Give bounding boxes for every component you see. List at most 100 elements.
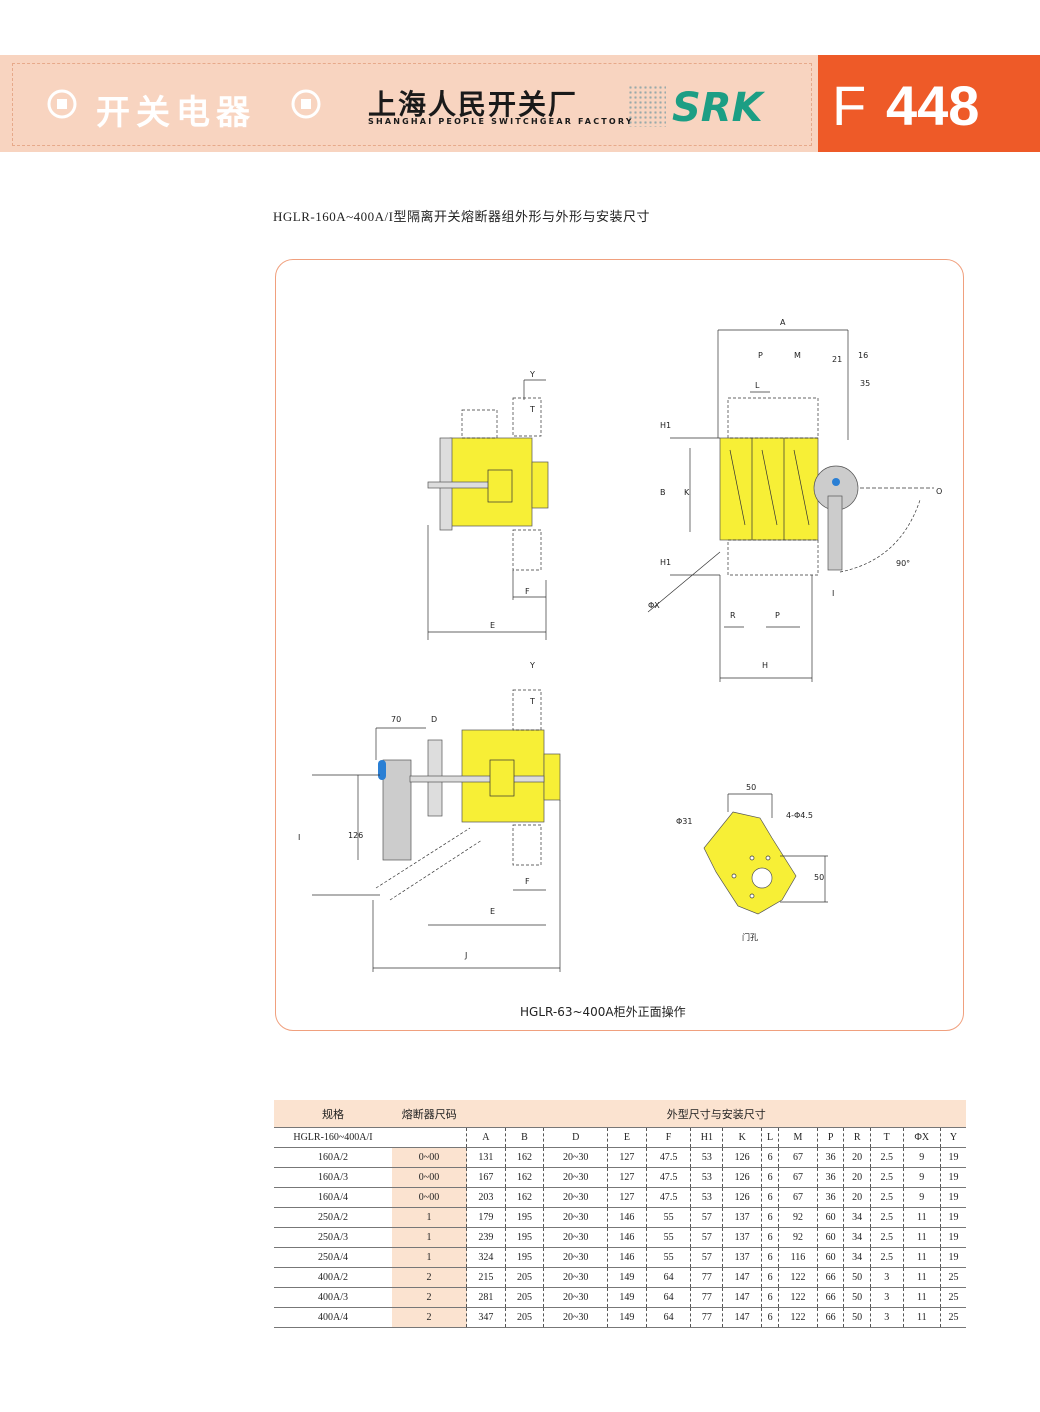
cell-value: 57 (690, 1247, 723, 1268)
cell-value: 66 (816, 1307, 844, 1328)
column-header: B (504, 1127, 544, 1148)
column-header: P (816, 1127, 844, 1148)
dim-label-E-2: E (490, 907, 495, 916)
cell-value: 149 (607, 1267, 647, 1288)
cell-value: 67 (778, 1187, 818, 1208)
cell-value: 19 (940, 1147, 966, 1168)
column-header: K (722, 1127, 762, 1148)
dim-label-126: 126 (348, 831, 363, 840)
cell-value: 11 (902, 1207, 941, 1228)
subheader-model: HGLR-160~400A/I (274, 1127, 392, 1148)
cell-value: 11 (902, 1267, 941, 1288)
dim-label-D: D (431, 715, 437, 724)
cell-value: 6 (760, 1167, 779, 1188)
page-number: 448 (886, 74, 980, 137)
cell-fuse: 1 (392, 1207, 467, 1228)
cell-value: 77 (690, 1287, 723, 1308)
cell-value: 146 (607, 1227, 647, 1248)
cell-value: 122 (778, 1287, 818, 1308)
cell-value: 179 (466, 1207, 506, 1228)
cell-value: 126 (722, 1167, 762, 1188)
cell-value: 149 (607, 1307, 647, 1328)
cell-value: 11 (902, 1227, 941, 1248)
cell-value: 77 (690, 1267, 723, 1288)
cell-value: 19 (940, 1167, 966, 1188)
cell-model: 400A/2 (318, 1272, 348, 1283)
cell-value: 137 (722, 1227, 762, 1248)
cell-value: 20~30 (543, 1207, 608, 1228)
cell-value: 6 (760, 1147, 779, 1168)
cell-value: 20~30 (543, 1187, 608, 1208)
cell-value: 25 (940, 1267, 966, 1288)
cell-value: 64 (645, 1307, 691, 1328)
column-header: H1 (690, 1127, 723, 1148)
cell-value: 127 (607, 1187, 647, 1208)
cell-value: 127 (607, 1167, 647, 1188)
dim-label-F-2: F (525, 877, 530, 886)
cell-fuse: 0~00 (392, 1167, 467, 1188)
cell-value: 137 (722, 1247, 762, 1268)
cell-model: 160A/2 (318, 1152, 348, 1163)
door-hole-cutout (703, 811, 797, 915)
dim-label-R: R (730, 611, 736, 620)
cell-value: 6 (760, 1187, 779, 1208)
cell-value: 20~30 (543, 1167, 608, 1188)
cell-value: 147 (722, 1287, 762, 1308)
cell-value: 64 (645, 1287, 691, 1308)
cell-value: 167 (466, 1167, 506, 1188)
page-number-block (818, 55, 1040, 152)
bullet-square-icon (291, 89, 321, 119)
dim-label-K: K (684, 488, 690, 497)
cell-model: 400A/4 (318, 1312, 348, 1323)
cell-model: 250A/4 (318, 1252, 348, 1263)
cell-value: 127 (607, 1147, 647, 1168)
cell-value: 20~30 (543, 1147, 608, 1168)
cell-value: 3 (869, 1267, 904, 1288)
cell-value: 146 (607, 1247, 647, 1268)
column-header: D (543, 1127, 608, 1148)
cell-fuse: 2 (392, 1267, 467, 1288)
page-prefix: F (832, 74, 867, 137)
header-title: 开关电器 (96, 93, 256, 133)
cell-fuse: 0~00 (392, 1147, 467, 1168)
cell-value: 203 (466, 1187, 506, 1208)
dim-label-50-side: 50 (814, 873, 824, 882)
cell-value: 162 (504, 1167, 544, 1188)
cell-value: 147 (722, 1307, 762, 1328)
drawing-frame (275, 259, 964, 1031)
cell-value: 2.5 (869, 1167, 904, 1188)
cell-value: 3 (869, 1307, 904, 1328)
cell-value: 60 (816, 1207, 844, 1228)
dim-label-16: 16 (858, 351, 868, 360)
cell-value: 205 (504, 1287, 544, 1308)
cell-value: 67 (778, 1167, 818, 1188)
cell-value: 20~30 (543, 1307, 608, 1328)
cell-value: 162 (504, 1187, 544, 1208)
cell-value: 347 (466, 1307, 506, 1328)
cell-value: 11 (902, 1247, 941, 1268)
cell-value: 205 (504, 1307, 544, 1328)
cell-value: 20~30 (543, 1267, 608, 1288)
cell-model: 160A/3 (318, 1172, 348, 1183)
cell-value: 20~30 (543, 1227, 608, 1248)
cell-value: 239 (466, 1227, 506, 1248)
cell-value: 195 (504, 1207, 544, 1228)
dim-label-H: H (762, 661, 768, 670)
column-header: E (607, 1127, 647, 1148)
cell-value: 77 (690, 1307, 723, 1328)
cell-value: 6 (760, 1207, 779, 1228)
cell-value: 20 (843, 1147, 871, 1168)
cell-value: 281 (466, 1287, 506, 1308)
cell-value: 2.5 (869, 1207, 904, 1228)
cell-value: 50 (843, 1287, 871, 1308)
dim-label-Y: Y (529, 370, 535, 379)
cell-value: 2.5 (869, 1227, 904, 1248)
dim-label-T: T (529, 405, 535, 414)
dim-label-phi31: Φ31 (676, 817, 692, 826)
